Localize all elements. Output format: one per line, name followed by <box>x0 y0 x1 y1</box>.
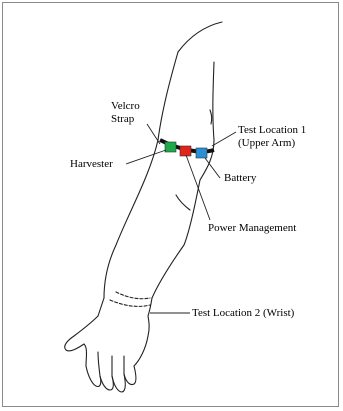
harvester-label: Harvester <box>70 158 113 171</box>
velcro-strap-label: Velcro Strap <box>111 100 140 126</box>
power-management-label: Power Management <box>208 222 296 235</box>
harvester-leader <box>126 150 166 164</box>
test-location-2-label: Test Location 2 (Wrist) <box>192 307 294 320</box>
arm-outline <box>65 22 222 392</box>
test-location-1-leader <box>212 132 236 146</box>
battery-label: Battery <box>224 172 256 185</box>
harvester-block <box>165 142 176 152</box>
test-location-1-label-line1: Test Location 1 <box>238 124 306 137</box>
battery-block <box>196 148 207 158</box>
velcro-label-line1: Velcro <box>111 100 140 113</box>
velcro-label-line2: Strap <box>111 113 140 126</box>
power-management-block <box>180 146 191 156</box>
test-location-1-label: Test Location 1 (Upper Arm) <box>238 124 306 150</box>
test-location-1-label-line2: (Upper Arm) <box>238 137 306 150</box>
velcro-leader <box>147 124 160 144</box>
